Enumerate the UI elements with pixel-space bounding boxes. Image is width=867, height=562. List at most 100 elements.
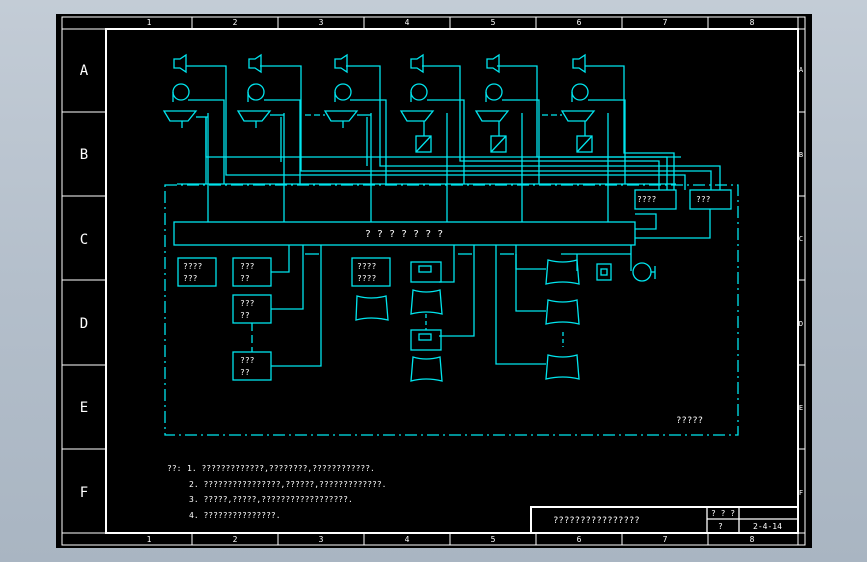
amplifier-icon	[474, 110, 510, 122]
bus-trunks	[207, 113, 609, 222]
col-number-top: 4	[405, 18, 410, 27]
note-line: 3. ?????,?????,??????????????????.	[189, 495, 353, 504]
microphone-icon	[172, 83, 190, 101]
amplifier-icon	[323, 110, 359, 122]
diagram-labels: ? ? ? ? ? ? ? ???? ??? ???? ??? ??? ?? ?…	[183, 195, 711, 426]
lower-left-box	[177, 257, 217, 287]
column-dividers	[191, 17, 709, 545]
title-field-label: ? ? ?	[711, 509, 735, 518]
col-number-top: 8	[750, 18, 755, 27]
note-line: 4. ???????????????.	[189, 511, 281, 520]
row-letter-left: E	[80, 400, 88, 416]
drawing-number: 2-4-14	[753, 522, 782, 531]
row-letters: A B C D E F	[80, 63, 89, 501]
col-number-bottom: 8	[750, 535, 755, 544]
seat-icon	[410, 289, 443, 315]
unit-column-2	[236, 53, 284, 128]
title-block	[530, 506, 799, 534]
col2-box-3-line-1: ???	[240, 356, 255, 365]
note-line: 1. ?????????????,????????,????????????.	[187, 464, 375, 473]
row-letters-right: A B C D E F	[799, 66, 804, 497]
seat-icon	[545, 354, 580, 380]
row-letter-left: C	[80, 232, 88, 248]
col-number-bottom: 3	[319, 535, 324, 544]
row-letter-left: B	[80, 147, 88, 163]
row-letter-right: E	[799, 404, 803, 412]
seat-icon	[355, 295, 389, 321]
amplifier-icon	[236, 110, 272, 122]
microphone-icon	[247, 83, 265, 101]
col2-box-1-line-2: ??	[240, 274, 250, 283]
socket-icon	[596, 263, 612, 281]
col-number-bottom: 4	[405, 535, 410, 544]
speaker-icon	[248, 53, 262, 74]
row-letter-right: F	[799, 489, 803, 497]
bus-label: ? ? ? ? ? ? ?	[365, 229, 443, 240]
seat-icon	[545, 259, 580, 285]
col2-box-2-line-1: ???	[240, 299, 255, 308]
row-letter-left: F	[80, 485, 88, 501]
right-box-1-label: ????	[637, 195, 656, 204]
dial-icon	[632, 262, 652, 282]
unit-column-4	[399, 53, 435, 153]
lower-connections	[271, 245, 632, 367]
microphone-icon	[485, 83, 503, 101]
microphone-icon	[334, 83, 352, 101]
speaker-icon	[334, 53, 348, 74]
col2-box-1-line-1: ???	[240, 262, 255, 271]
row-letter-left: D	[80, 316, 88, 332]
notes-prefix: ??:	[167, 464, 181, 473]
unit-column-1	[162, 53, 198, 128]
seat-icon	[545, 299, 580, 325]
col-number-bottom: 5	[491, 535, 496, 544]
row-letter-left: A	[80, 63, 89, 79]
title-block-text: ???????????????? ? ? ? ? 2-4-14	[553, 509, 782, 531]
speaker-icon	[410, 53, 424, 74]
mid-box-line-2: ????	[357, 274, 376, 283]
row-letter-right: B	[799, 151, 803, 159]
outer-frame	[61, 16, 806, 546]
note-line: 2. ????????????????,??????,?????????????…	[189, 480, 386, 489]
microphone-icon	[571, 83, 589, 101]
converter-icon	[490, 135, 507, 153]
col-number-bottom: 7	[663, 535, 668, 544]
schematic	[162, 53, 799, 534]
signal-runs	[177, 65, 721, 239]
row-letter-right: A	[799, 66, 804, 74]
mid-box-line-1: ????	[357, 262, 376, 271]
col-number-top: 5	[491, 18, 496, 27]
main-bus-bar	[173, 221, 636, 246]
col2-box-2-line-2: ??	[240, 311, 250, 320]
lower-left-box-line-2: ???	[183, 274, 198, 283]
system-diagram: 1 2 3 4 5 6 7 8 1 2 3 4 5 6 7 8 A B C D …	[61, 16, 806, 546]
inner-frame	[105, 28, 799, 534]
speaker-icon	[572, 53, 586, 74]
row-letter-right: D	[799, 320, 803, 328]
col-number-top: 2	[233, 18, 238, 27]
row-letter-right: C	[799, 235, 803, 243]
mid-box	[351, 257, 391, 287]
amplifier-icon	[560, 110, 596, 122]
dashed-region-boundary	[164, 184, 739, 436]
title-field-value: ?	[718, 522, 723, 531]
microphone-icon	[410, 83, 428, 101]
col-number-top: 1	[147, 18, 152, 27]
monitor-icon	[410, 261, 442, 283]
right-box-2-label: ???	[696, 195, 711, 204]
col-number-bottom: 6	[577, 535, 582, 544]
dashed-region-label: ?????	[676, 416, 703, 426]
col-number-bottom: 2	[233, 535, 238, 544]
lower-left-box-line-1: ????	[183, 262, 202, 271]
col-number-bottom: 1	[147, 535, 152, 544]
speaker-icon	[486, 53, 500, 74]
converter-icon	[415, 135, 432, 153]
col2-box-3-line-2: ??	[240, 368, 250, 377]
column-numbers: 1 2 3 4 5 6 7 8 1 2 3 4 5 6 7 8	[147, 18, 755, 544]
right-devices	[545, 259, 656, 380]
unit-column-6	[542, 53, 596, 153]
unit-column-5	[474, 53, 510, 153]
converter-icon	[576, 135, 593, 153]
unit-column-3	[305, 53, 371, 128]
speaker-icon	[173, 53, 187, 74]
col-number-top: 7	[663, 18, 668, 27]
